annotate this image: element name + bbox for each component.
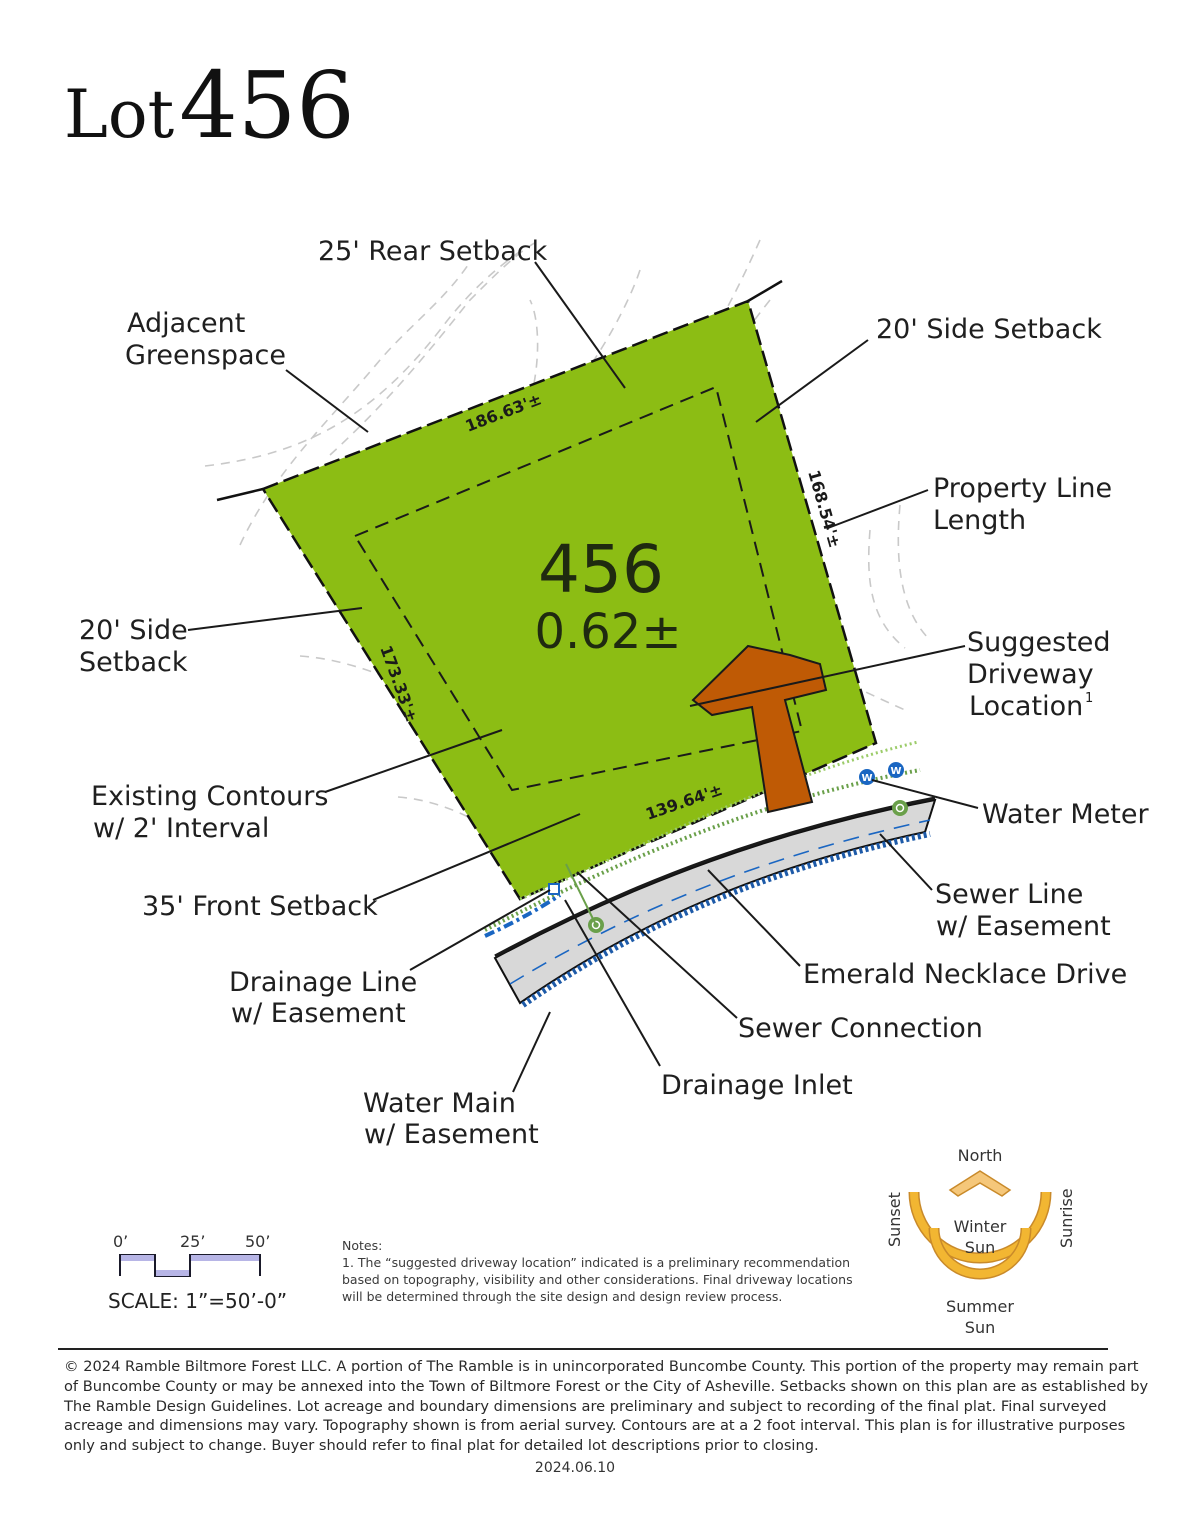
plan-date: 2024.06.10 [534, 1460, 616, 1476]
label-adjacent-greenspace-1: Adjacent [127, 308, 245, 339]
label-adjacent-greenspace-2: Greenspace [125, 340, 286, 371]
compass-north: North [958, 1146, 1003, 1165]
disclaimer-line-2: of Buncombe County or may be annexed int… [64, 1377, 1149, 1395]
label-contours-2: w/ 2' Interval [93, 813, 269, 844]
disclaimer: © 2024 Ramble Biltmore Forest LLC. A por… [64, 1357, 1149, 1456]
label-driveway-2: Driveway [967, 659, 1094, 690]
adjacent-boundary-right [747, 279, 783, 303]
svg-text:W: W [890, 766, 901, 777]
label-driveway-3: Location [969, 691, 1083, 722]
title-lot-number: 456 [179, 52, 355, 159]
compass-summer-2: Sun [965, 1318, 995, 1337]
svg-text:W: W [861, 773, 872, 784]
label-property-line-2: Length [933, 505, 1026, 536]
label-driveway-1: Suggested [967, 627, 1111, 658]
scale-tick-50: 50’ [245, 1232, 270, 1251]
label-contours-1: Existing Contours [91, 781, 328, 812]
compass-summer-1: Summer [946, 1297, 1014, 1316]
label-front-setback: 35' Front Setback [142, 891, 378, 922]
label-sewer-line-2: w/ Easement [936, 911, 1111, 942]
north-arrow-icon [948, 1170, 1012, 1197]
label-property-line-1: Property Line [933, 473, 1112, 504]
lot-parcel [261, 299, 878, 901]
lot-acreage: 0.62± [534, 604, 681, 660]
notes: Notes: 1. The “suggested driveway locati… [342, 1237, 862, 1305]
notes-line-2: based on topography, visibility and othe… [342, 1272, 853, 1287]
scale-label: SCALE: 1”=50’-0” [108, 1289, 288, 1313]
notes-heading: Notes: [342, 1238, 383, 1253]
scale-tick-25: 25’ [180, 1232, 205, 1251]
title-lot-word: Lot [64, 76, 175, 153]
drainage-inlet-icon [548, 883, 560, 895]
notes-line-3: will be determined through the site desi… [342, 1289, 783, 1304]
sewer-connection-icon [565, 800, 908, 933]
scale-tick-0: 0’ [113, 1232, 128, 1251]
water-main-line [521, 831, 931, 1008]
compass-winter-2: Sun [965, 1238, 995, 1257]
disclaimer-line-1: © 2024 Ramble Biltmore Forest LLC. A por… [64, 1358, 1139, 1375]
leader-lines [187, 261, 979, 1093]
page-title: Lot 456 [64, 52, 355, 159]
water-meter-icon: W W [859, 762, 904, 785]
label-drainage-line-1: Drainage Line [229, 967, 417, 998]
drainage-line [484, 893, 562, 938]
label-driveway-footnote: 1 [1085, 691, 1093, 706]
label-sewer-line-1: Sewer Line [935, 879, 1083, 910]
label-water-meter: Water Meter [982, 799, 1150, 830]
footer-divider [58, 1348, 1108, 1350]
notes-line-1: 1. The “suggested driveway location” ind… [342, 1255, 851, 1270]
label-side-setback-left-1: 20' Side [79, 615, 188, 646]
label-side-setback-right: 20' Side Setback [876, 314, 1102, 345]
driveway-arrow [691, 644, 828, 814]
compass-winter-1: Winter [954, 1217, 1007, 1236]
lot-number: 456 [538, 531, 664, 608]
label-water-main-1: Water Main [363, 1088, 516, 1119]
adjacent-boundary-left [216, 487, 264, 502]
compass-sunset: Sunset [885, 1192, 904, 1247]
disclaimer-line-5: only and subject to change. Buyer should… [64, 1437, 819, 1455]
disclaimer-line-3: The Ramble Design Guidelines. Lot acreag… [64, 1397, 1107, 1415]
label-drainage-line-2: w/ Easement [231, 998, 406, 1029]
label-water-main-2: w/ Easement [364, 1119, 539, 1150]
emerald-necklace-drive [484, 740, 937, 1008]
scale-bar: 0’ 25’ 50’ [113, 1232, 270, 1277]
road-center-dash [509, 819, 931, 985]
label-street: Emerald Necklace Drive [803, 959, 1127, 990]
compass-sunrise: Sunrise [1057, 1188, 1076, 1248]
label-side-setback-left-2: Setback [79, 647, 188, 678]
sun-path-diagram: North Sunset Sunrise Winter Sun Summer S… [885, 1146, 1076, 1337]
label-drainage-inlet: Drainage Inlet [661, 1070, 853, 1101]
disclaimer-line-4: acreage and dimensions may vary. Topogra… [64, 1417, 1126, 1435]
label-rear-setback: 25' Rear Setback [318, 236, 548, 267]
road-edge-back [494, 796, 936, 958]
label-sewer-connection: Sewer Connection [738, 1013, 983, 1044]
